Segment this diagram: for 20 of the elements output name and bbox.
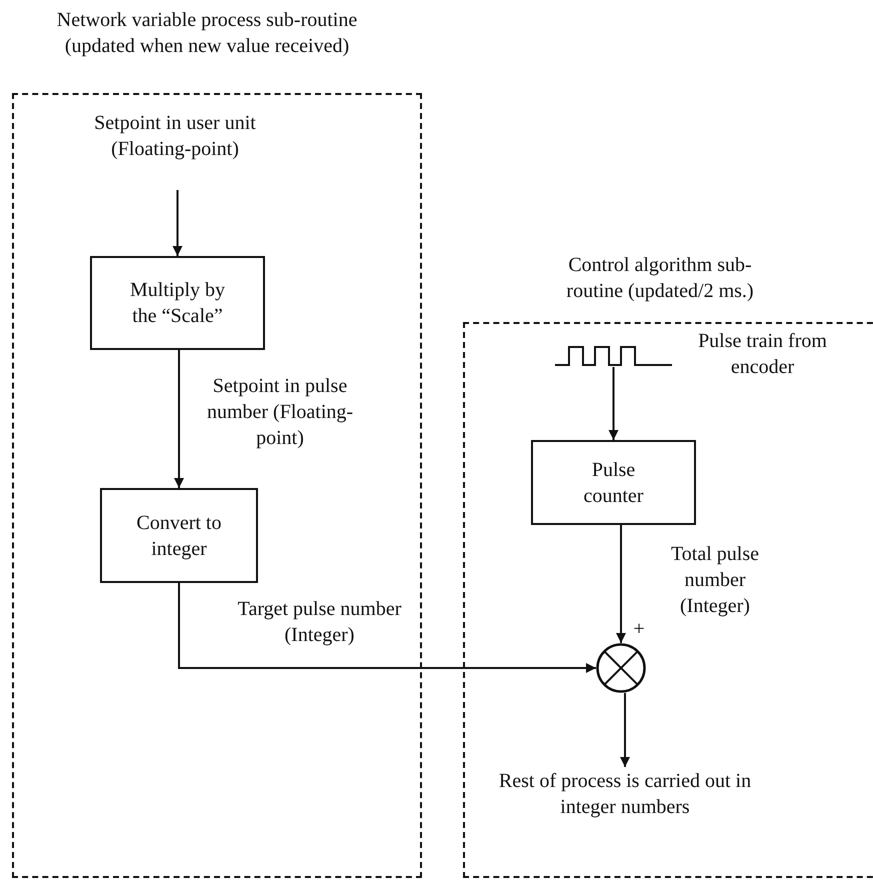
edge-label: Target pulse number (Integer) (236, 597, 402, 648)
arrow (174, 350, 184, 488)
flow-text: Rest of process is carried out in integer numbers (490, 768, 760, 820)
edge-label: Total pulse number (Integer) (670, 542, 760, 619)
region-heading: Control algorithm sub-routine (updated/2 ms.) (565, 253, 755, 304)
process-box: Convert to integer (100, 488, 258, 583)
flow-text: Setpoint in user unit (Floating-point) (85, 110, 265, 162)
region-heading: Network variable process sub-routine (updated when new value received) (56, 8, 358, 59)
process-box: Multiply by the “Scale” (90, 256, 265, 350)
arrow (178, 583, 596, 673)
annotation-text: Pulse train from encoder (697, 329, 828, 380)
pulse-train-drawing (555, 345, 672, 367)
arrow (608, 367, 618, 440)
arrow (172, 190, 182, 256)
summing-junction (596, 643, 646, 693)
arrow (616, 525, 626, 643)
annotation-text: + (632, 617, 646, 642)
edge-label: Setpoint in pulse number (Floating-point) (206, 374, 354, 451)
process-box: Pulse counter (531, 440, 696, 525)
arrow (620, 693, 630, 767)
